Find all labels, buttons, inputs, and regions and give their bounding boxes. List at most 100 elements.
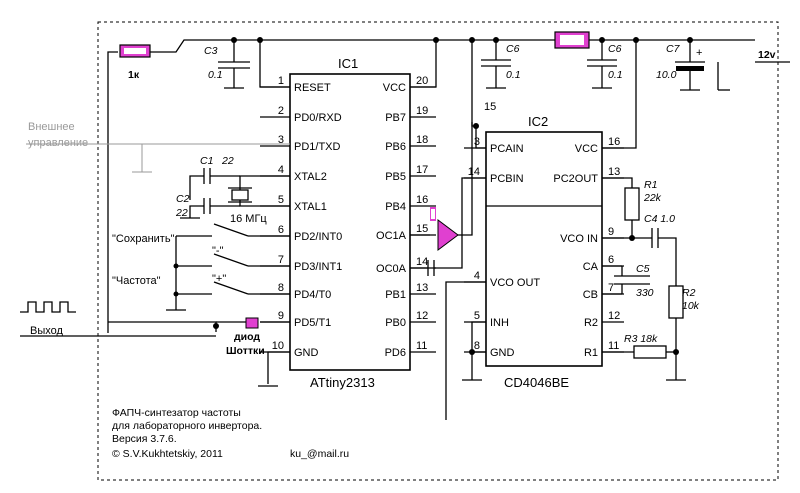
ic2-body	[485, 131, 603, 367]
external-label-1: Внешнее	[28, 121, 75, 133]
capacitor-c6b	[587, 40, 617, 89]
ic1-part: ATtiny2313	[310, 375, 375, 390]
ic2-part: CD4046BE	[504, 375, 569, 390]
ic1-pin-6-label: PD2/INT0	[294, 231, 342, 243]
board-outline	[97, 21, 779, 481]
footer-line-2: для лабораторного инвертора.	[112, 420, 262, 432]
ic1-pin-15-number: 15	[416, 223, 428, 235]
ic1-pin-19-number: 19	[416, 105, 428, 117]
capacitor-c7	[675, 40, 705, 91]
ic1-pin-9-number: 9	[278, 310, 284, 322]
ic1-pin-17-label: PB5	[385, 171, 406, 183]
ic1-pin-19-label: PB7	[385, 112, 406, 124]
ic2-pin-4-label: VCO OUT	[490, 277, 540, 289]
ic2-pin-3-label: PCAIN	[490, 143, 524, 155]
ic1-pin-2-label: PD0/RXD	[294, 112, 342, 124]
ic1-pin-1-label: RESET	[294, 82, 331, 94]
ic1-pin-8-number: 8	[278, 282, 284, 294]
ic1-pin-4-number: 4	[278, 164, 284, 176]
c5-name: C5	[636, 263, 650, 275]
ic1-pin-6-number: 6	[278, 224, 284, 236]
minus-label: "-"	[212, 245, 224, 257]
r1-value: 22k	[643, 192, 662, 204]
ic1-pin-20-label: VCC	[383, 82, 406, 94]
ic2-pin-7-label: CB	[583, 289, 598, 301]
ic1-pin-10-label: GND	[294, 347, 319, 359]
ic1-pin-3-number: 3	[278, 134, 284, 146]
ic1-pin-7-number: 7	[278, 254, 284, 266]
c6a-name: C6	[506, 43, 520, 55]
output-label: Выход	[30, 325, 63, 337]
r1k-label: 1к	[128, 69, 140, 81]
output-circuit	[20, 301, 259, 337]
ic1-pin-8-label: PD4/T0	[294, 289, 331, 301]
resistor-r2	[668, 285, 684, 319]
diode-label-2: Шоттки	[226, 345, 265, 357]
ic1-pins: 1RESET2PD0/RXD3PD1/TXD4XTAL25XTAL16PD2/I…	[260, 75, 436, 359]
ic1-pin-11-label: PD6	[385, 347, 406, 359]
ic1-pin-7-label: PD3/INT1	[294, 261, 342, 273]
r1-name: R1	[644, 179, 657, 191]
c3-value: 0.1	[208, 69, 223, 81]
ic2-pin-6-label: CA	[583, 261, 599, 273]
ic1-pin-17-number: 17	[416, 164, 428, 176]
ic2-pin-3-number: 3	[474, 136, 480, 148]
freq-label: "Частота"	[112, 275, 161, 287]
footer-email: ku_@mail.ru	[290, 448, 349, 460]
ic2-pin-14-number: 14	[468, 166, 480, 178]
ic2-pin-16-label: VCC	[575, 143, 598, 155]
c7-name: C7	[666, 43, 681, 55]
capacitor-c3	[218, 40, 250, 89]
ic1-pin-18-number: 18	[416, 134, 428, 146]
ic2-pin-16-number: 16	[608, 136, 620, 148]
ic2-pin-13-label: PC2OUT	[553, 173, 598, 185]
c3-name: C3	[204, 45, 218, 57]
c4-label: C4 1.0	[644, 213, 675, 225]
schottky-diode	[245, 317, 259, 329]
ic1-pin-12-label: PB0	[385, 317, 406, 329]
ic1-pin-11-number: 11	[416, 340, 427, 352]
c2-value: 22	[175, 207, 188, 219]
pin15-label: 15	[484, 101, 496, 113]
ic2-pin-8-number: 8	[474, 340, 480, 352]
supply-label: 12v	[758, 49, 776, 61]
ic1-pin-4-label: XTAL2	[294, 171, 327, 183]
ic1-pin-1-number: 1	[278, 75, 284, 87]
ic1-pin-15-label: OC1A	[376, 230, 407, 242]
c7-value: 10.0	[656, 69, 677, 81]
ic1-name: IC1	[338, 56, 358, 71]
ic2-pin-12-label: R2	[584, 317, 598, 329]
c1-name: C1	[200, 155, 213, 167]
c6b-name: C6	[608, 43, 622, 55]
ic1-pin-13-number: 13	[416, 282, 428, 294]
diode-label-1: диод	[234, 331, 260, 343]
crystal-circuit	[180, 168, 290, 219]
resistor-r1	[624, 187, 640, 221]
c2-name: C2	[176, 193, 190, 205]
ic2-pin-4-number: 4	[474, 270, 480, 282]
ic1-pin-14-number: 14	[416, 256, 428, 268]
c5-value: 330	[636, 287, 654, 299]
r3-label: R3 18k	[624, 333, 658, 345]
ic2-pin-14-label: PCBIN	[490, 173, 524, 185]
ic1-pin-14-label: OC0A	[376, 263, 407, 275]
ic1-pin-5-number: 5	[278, 194, 284, 206]
buffer-triangle	[430, 207, 459, 251]
ic2-wiring	[462, 40, 686, 381]
ic2-pin-7-number: 7	[608, 282, 614, 294]
ic2-pin-11-number: 11	[608, 340, 619, 352]
save-label: "Сохранить"	[112, 233, 175, 245]
c1-value: 22	[221, 155, 234, 167]
ic1-body	[289, 73, 411, 371]
ic2-name: IC2	[528, 114, 548, 129]
ic1-pin-5-label: XTAL1	[294, 201, 327, 213]
ic2-pin-8-label: GND	[490, 347, 515, 359]
xtal-label: 16 МГц	[230, 213, 267, 225]
footer-line-1: ФАПЧ-синтезатор частоты	[112, 407, 241, 419]
c7-plus: +	[696, 47, 702, 59]
r2-value: 10k	[682, 300, 700, 312]
ic2-pin-9-number: 9	[608, 226, 614, 238]
plus-label: "+"	[212, 273, 226, 285]
